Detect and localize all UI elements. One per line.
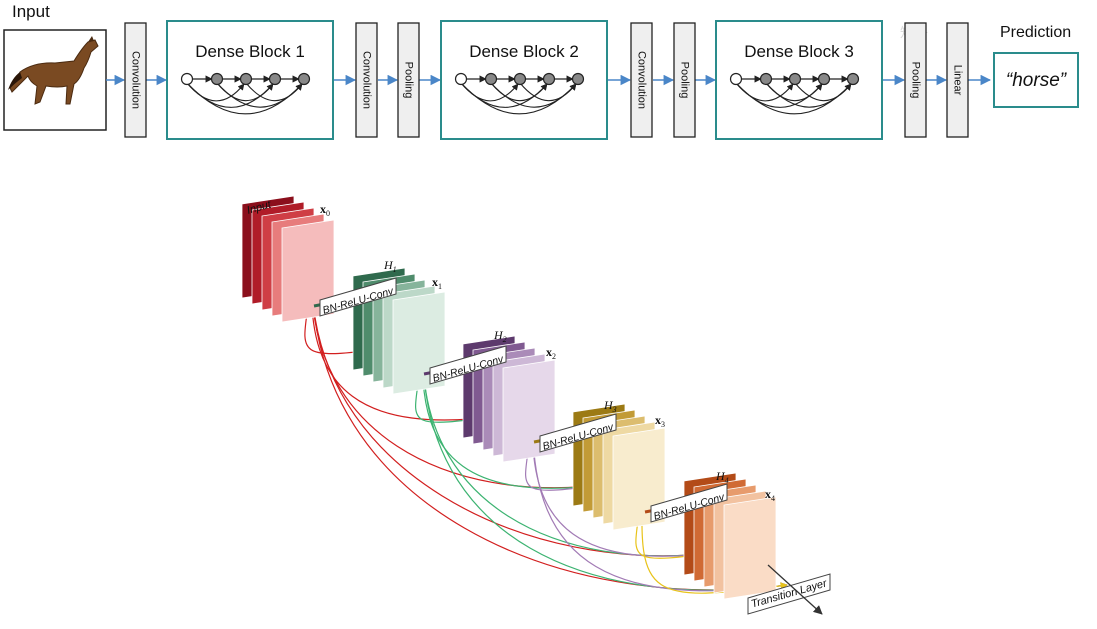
feature-node — [759, 72, 773, 86]
dense-blocks: Dense Block 1 Dense Block 2 Dense Block 3 — [166, 20, 883, 140]
feature-stack-x1 — [352, 267, 446, 395]
feature-stack-x0 — [241, 195, 335, 323]
layer-box-linear: Linear — [946, 22, 969, 138]
layer-label: Convolution — [130, 51, 142, 109]
densenet-pipeline-diagram: Convolution Convolution Pooling Convolution… — [3, 20, 1079, 140]
h-label-h4: H4 — [715, 469, 729, 485]
feature-node — [542, 72, 556, 86]
dense-block-title: Dense Block 1 — [195, 42, 305, 61]
horse-icon — [8, 36, 99, 105]
feature-node — [268, 72, 282, 86]
layer-label: Pooling — [403, 62, 415, 99]
feature-node — [297, 72, 311, 86]
feature-node — [484, 72, 498, 86]
layer-box-pooling: Pooling — [397, 22, 420, 138]
layer-label: Linear — [952, 65, 964, 96]
feature-map-plane — [612, 427, 666, 531]
dense-block-title: Dense Block 2 — [469, 42, 579, 61]
feature-map-plane — [281, 219, 335, 323]
feature-map-stacks — [241, 195, 777, 600]
h-label-h1: H1 — [383, 258, 397, 274]
feature-label-x2: x2 — [546, 345, 556, 361]
feature-node — [513, 72, 527, 86]
input-node — [180, 72, 194, 86]
dense-block-3: Dense Block 3 — [715, 20, 883, 140]
dense-block-detail-diagram: BN-ReLU-ConvBN-ReLU-ConvBN-ReLU-ConvBN-R… — [241, 195, 831, 615]
dense-block-1: Dense Block 1 — [166, 20, 334, 140]
output-arrow — [767, 564, 823, 615]
layer-box-convolution: Convolution — [630, 22, 653, 138]
dense-block-2: Dense Block 2 — [440, 20, 608, 140]
layer-label: Pooling — [910, 62, 922, 99]
h-label-h2: H2 — [493, 328, 507, 344]
prediction-value: “horse” — [1006, 70, 1068, 91]
prediction-title: Prediction — [1000, 24, 1072, 41]
feature-stack-x4 — [683, 472, 777, 600]
feature-node — [846, 72, 860, 86]
feature-node — [239, 72, 253, 86]
h-label-h3: H3 — [603, 398, 617, 414]
layer-label: Convolution — [361, 51, 373, 109]
feature-map-plane — [723, 496, 777, 600]
input-title: Input — [12, 2, 50, 21]
feature-label-x4: x4 — [765, 487, 775, 503]
feature-label-x0: x0 — [320, 202, 330, 218]
input-image — [3, 29, 107, 131]
layer-box-convolution: Convolution — [355, 22, 378, 138]
layer-label: Pooling — [679, 62, 691, 99]
layer-boxes: Convolution Convolution Pooling Convolution… — [124, 22, 969, 138]
layer-box-pooling: Pooling — [904, 22, 927, 138]
feature-label-x3: x3 — [655, 413, 665, 429]
dense-block-title: Dense Block 3 — [744, 42, 854, 61]
layer-box-convolution: Convolution — [124, 22, 147, 138]
skip-connection-arrow — [422, 347, 788, 591]
input-node — [454, 72, 468, 86]
feature-node — [788, 72, 802, 86]
feature-node — [210, 72, 224, 86]
prediction-box: “horse” — [993, 52, 1079, 108]
feature-label-x1: x1 — [432, 275, 442, 291]
skip-connection-arrow — [310, 275, 501, 421]
feature-node — [571, 72, 585, 86]
layer-box-pooling: Pooling — [673, 22, 696, 138]
layer-label: Convolution — [636, 51, 648, 109]
feature-node — [817, 72, 831, 86]
input-node — [729, 72, 743, 86]
